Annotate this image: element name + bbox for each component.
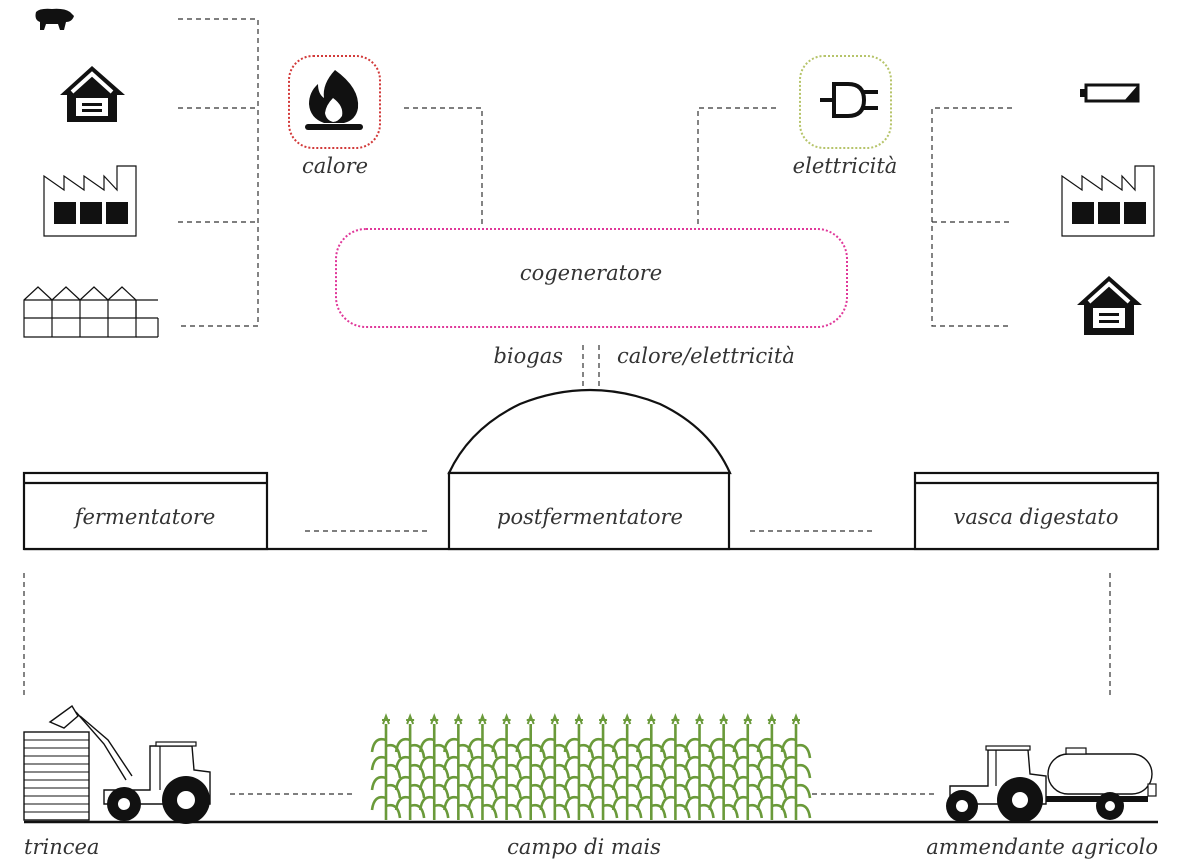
tanker-tractor-icon xyxy=(946,745,1157,823)
cogeneratore-label: cogeneratore xyxy=(520,261,662,285)
biogas-label: biogas xyxy=(493,344,563,368)
vasca-digestato-tank: vasca digestato xyxy=(913,471,1160,551)
campo-di-mais-label: campo di mais xyxy=(507,835,661,859)
pig-icon xyxy=(35,8,74,31)
factory-icon xyxy=(1061,165,1155,237)
heat-distribution-lines xyxy=(178,18,259,327)
postfermentatore-label: postfermentatore xyxy=(497,505,683,529)
elettricita-label: elettricità xyxy=(793,154,898,178)
factory-icon xyxy=(43,165,137,237)
house-icon xyxy=(60,66,125,122)
elettricita-cogenerator-line xyxy=(697,107,776,224)
corn-field-icon xyxy=(370,713,812,820)
plug-icon xyxy=(820,82,878,118)
fermentatore-tank: fermentatore xyxy=(22,471,269,551)
postfermentatore-tank: postfermentatore xyxy=(447,388,732,551)
greenhouse-icon xyxy=(23,286,159,338)
battery-icon xyxy=(1080,83,1140,103)
trincea-label: trincea xyxy=(24,835,99,859)
gas-exchange-lines xyxy=(582,345,600,386)
calore-label: calore xyxy=(302,154,368,178)
loader-tractor-icon xyxy=(23,704,211,824)
vasca-digestato-label: vasca digestato xyxy=(954,505,1119,529)
house-icon xyxy=(1077,276,1142,335)
calore-node: calore xyxy=(288,55,381,178)
tanks-row: fermentatore postfermentatore vasca dige… xyxy=(22,388,1160,551)
ammendante-agricolo-label: ammendante agricolo xyxy=(926,835,1158,859)
calore-cogenerator-line xyxy=(404,107,483,224)
electricity-distribution-lines xyxy=(931,107,1012,327)
cogeneratore-box: cogeneratore xyxy=(335,228,848,328)
elettricita-node: elettricità xyxy=(793,55,898,178)
calore-elettricita-label: calore/elettricità xyxy=(617,344,795,368)
fermentatore-label: fermentatore xyxy=(73,505,216,529)
flame-icon xyxy=(305,70,363,130)
corn-plant xyxy=(780,713,812,820)
